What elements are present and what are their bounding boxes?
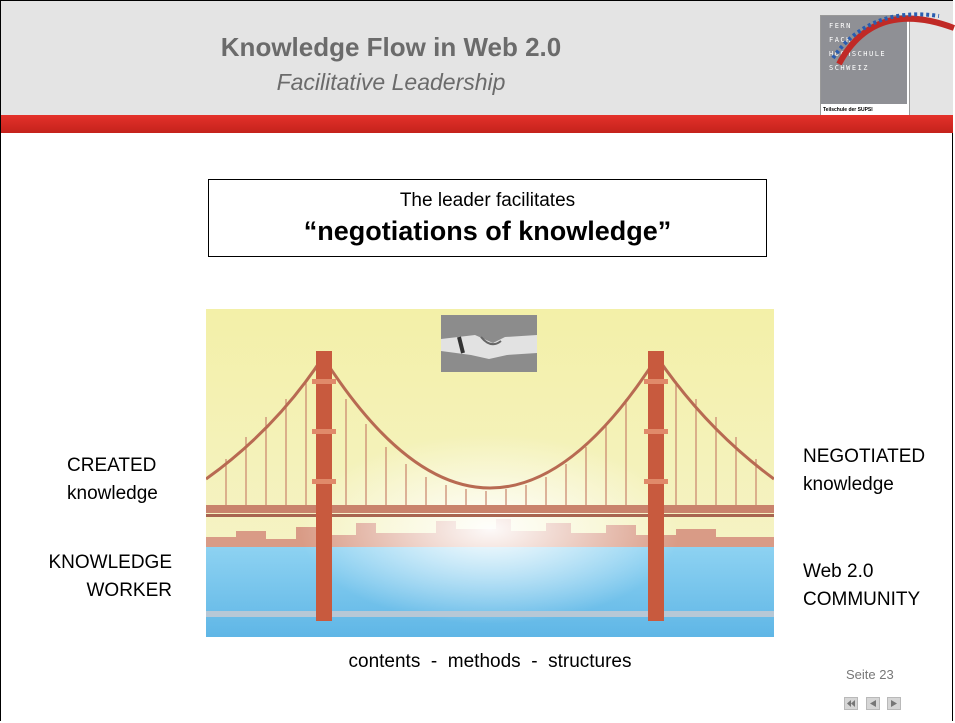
label-line: Web 2.0 [803, 561, 874, 582]
slide-header: Knowledge Flow in Web 2.0 Facilitative L… [1, 1, 953, 115]
label-line: WORKER [86, 580, 173, 601]
logo-arc-icon [831, 12, 955, 66]
previous-slide-button[interactable] [866, 697, 880, 710]
handshake-image [441, 315, 537, 372]
label-line: KNOWLEDGE [48, 552, 172, 573]
negotiated-knowledge-label: NEGOTIATED knowledge [803, 443, 925, 499]
logo-line: SCHWEIZ [829, 64, 870, 72]
forward-icon [891, 700, 897, 707]
bridge-caption: contents - methods - structures [348, 651, 632, 672]
bridge-illustration [206, 309, 774, 637]
logo-line: HOCHSCHULE [829, 50, 887, 58]
page-number: Seite 23 [846, 667, 894, 682]
quote-line-2: “negotiations of knowledge” [303, 216, 672, 246]
created-knowledge-label: CREATED knowledge [67, 452, 158, 508]
logo-caption: Teilschule der SUPSI [823, 107, 873, 113]
label-line: knowledge [67, 483, 158, 504]
logo-line: FACH [829, 36, 852, 44]
slide-title: Knowledge Flow in Web 2.0 [220, 32, 562, 62]
back-icon [870, 700, 876, 707]
header-red-bar [1, 115, 953, 133]
label-line: knowledge [803, 474, 894, 495]
web-community-label: Web 2.0 COMMUNITY [803, 558, 920, 614]
label-line: NEGOTIATED [803, 446, 926, 467]
quote-line-1: The leader facilitates [399, 190, 576, 211]
logo-line: FERN [829, 22, 852, 30]
knowledge-worker-label: KNOWLEDGE WORKER [22, 549, 172, 605]
label-line: COMMUNITY [803, 589, 921, 610]
quote-box: The leader facilitates “negotiations of … [208, 179, 767, 257]
rewind-icon [847, 700, 855, 707]
label-line: CREATED [67, 455, 157, 476]
slide-subtitle: Facilitative Leadership [276, 69, 506, 95]
ffhs-logo: FERN FACH HOCHSCHULE SCHWEIZ Teilschule … [820, 12, 955, 120]
next-slide-button[interactable] [887, 697, 901, 710]
first-slide-button[interactable] [844, 697, 858, 710]
